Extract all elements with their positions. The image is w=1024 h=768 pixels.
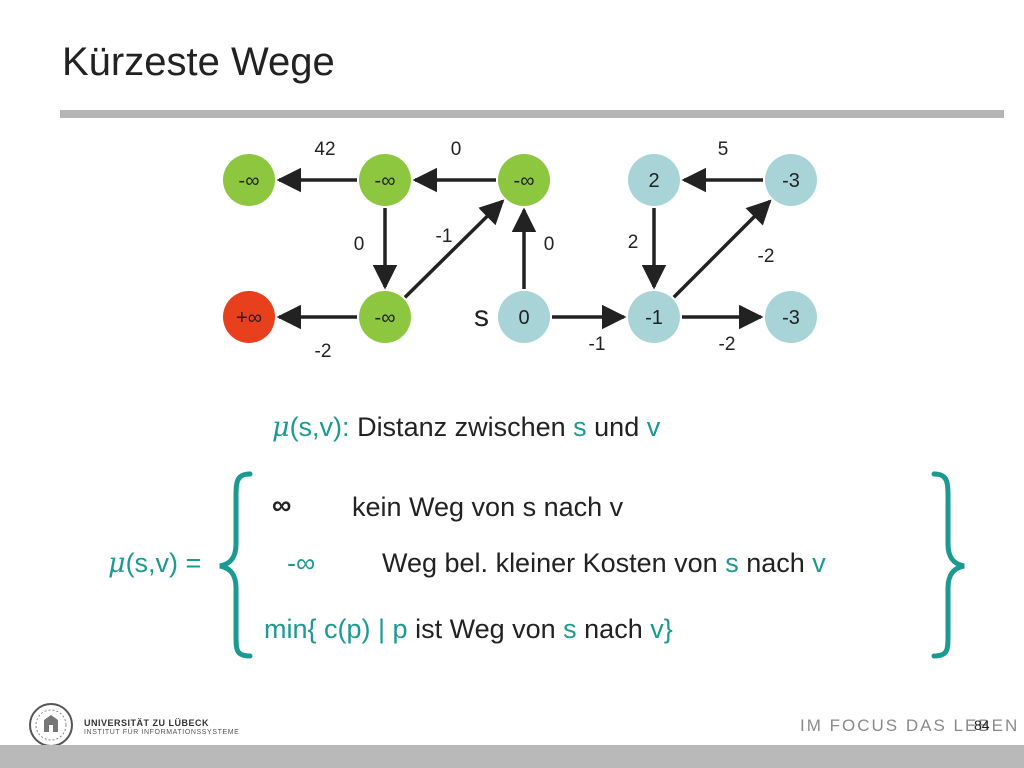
node-circle-s	[498, 291, 550, 343]
edge-weight-d-h: 2	[628, 232, 639, 253]
institute-name: INSTITUT FÜR INFORMATIONSSYSTEME	[84, 729, 240, 736]
university-name: UNIVERSITÄT ZU LÜBECK	[84, 718, 209, 728]
case2-v: v	[812, 548, 826, 578]
node-label-a: -∞	[239, 170, 260, 192]
university-seal-logo	[29, 703, 73, 747]
node-d: 2	[628, 154, 680, 206]
footer-slogan: IM FOCUS DAS LEBEN	[800, 716, 1020, 735]
node-label-f: +∞	[236, 307, 262, 329]
edge-weight-h-e: -2	[758, 246, 775, 267]
edge-h-e	[672, 199, 772, 299]
case-braces	[219, 471, 965, 659]
case3-close: }	[663, 614, 673, 644]
node-h: -1	[628, 291, 680, 343]
definition-v: v	[646, 412, 661, 442]
definition-text: Distanz zwischen	[349, 412, 574, 442]
node-label-i: -3	[782, 307, 800, 329]
node-b: -∞	[359, 154, 411, 206]
case3-s: s	[563, 614, 577, 644]
cases-lhs: μ(s,v) =	[108, 548, 201, 579]
node-g: -∞	[359, 291, 411, 343]
definition-colon: :	[342, 412, 350, 442]
node-i: -3	[765, 291, 817, 343]
case3-bar: |	[378, 614, 386, 644]
edge-weight-s-h: -1	[589, 334, 606, 355]
case3-text: min{ c(p) | p ist Weg von s nach v}	[264, 614, 673, 645]
edge-weight-g-c: -1	[436, 226, 453, 247]
title-divider	[60, 110, 1004, 118]
page-number: 84	[974, 717, 990, 733]
definition-und: und	[586, 412, 647, 442]
node-c: -∞	[498, 154, 550, 206]
edge-weight-b-g: 0	[354, 234, 365, 255]
case3-min: min{ c(p)	[264, 614, 379, 644]
case3-text-b: ist Weg von	[407, 614, 564, 644]
edge-weight-b-a: 42	[314, 139, 335, 160]
node-a: -∞	[223, 154, 275, 206]
lhs-args: (s,v) =	[125, 548, 202, 578]
node-label-g: -∞	[375, 307, 396, 329]
node-circle-f	[223, 291, 275, 343]
case1-text: kein Weg von s nach v	[352, 492, 624, 522]
case2-symbol: -∞	[287, 548, 316, 578]
graph-diagram: 42 0 5 0 -1 0 2 -2 -2 -1 -2 -∞ -∞ -∞ 2 -3 +∞ -∞ 0 -1 -3 s	[223, 139, 817, 362]
case3-v: v	[650, 614, 664, 644]
edge-weight-g-f: -2	[315, 341, 332, 362]
case2-text-b: nach	[738, 548, 813, 578]
lhs-mu: μ	[108, 548, 126, 579]
edge-weight-s-c: 0	[544, 234, 555, 255]
slide-title: Kürzeste Wege	[62, 40, 335, 84]
case2-s: s	[725, 548, 739, 578]
weights-layer: 42 0 5 0 -1 0 2 -2 -2 -1 -2	[314, 139, 774, 362]
mu-args: (s,v)	[289, 412, 343, 442]
node-e: -3	[765, 154, 817, 206]
node-circle-h	[628, 291, 680, 343]
case2-text-a: Weg bel. kleiner Kosten von	[382, 548, 726, 578]
edges-layer	[276, 167, 772, 330]
node-label-s: 0	[518, 307, 529, 329]
node-label-d: 2	[648, 170, 659, 192]
node-label-h: -1	[645, 307, 663, 329]
left-brace	[219, 471, 253, 659]
case2-text: Weg bel. kleiner Kosten von s nach v	[382, 548, 826, 579]
right-brace	[931, 471, 965, 659]
distance-definition: μ(s,v): Distanz zwischen s und v	[272, 412, 660, 443]
footer-bar	[0, 745, 1024, 768]
case3-p: p	[385, 614, 408, 644]
edge-weight-c-b: 0	[451, 139, 462, 160]
case1-symbol: ∞	[272, 490, 292, 520]
definition-s: s	[573, 412, 587, 442]
node-circle-e	[765, 154, 817, 206]
source-node-label: s	[474, 300, 489, 333]
node-circle-b	[359, 154, 411, 206]
edge-weight-h-i: -2	[719, 334, 736, 355]
case3-text-c: nach	[576, 614, 651, 644]
node-s: 0	[498, 291, 550, 343]
node-circle-i	[765, 291, 817, 343]
node-circle-g	[359, 291, 411, 343]
node-label-e: -3	[782, 170, 800, 192]
node-circle-c	[498, 154, 550, 206]
node-circle-a	[223, 154, 275, 206]
node-label-c: -∞	[514, 170, 535, 192]
edge-weight-e-d: 5	[718, 139, 729, 160]
mu-symbol: μ	[272, 412, 290, 443]
edge-g-c	[403, 199, 505, 299]
nodes-layer: -∞ -∞ -∞ 2 -3 +∞ -∞ 0 -1 -3	[223, 154, 817, 343]
node-circle-d	[628, 154, 680, 206]
node-label-b: -∞	[375, 170, 396, 192]
node-f: +∞	[223, 291, 275, 343]
